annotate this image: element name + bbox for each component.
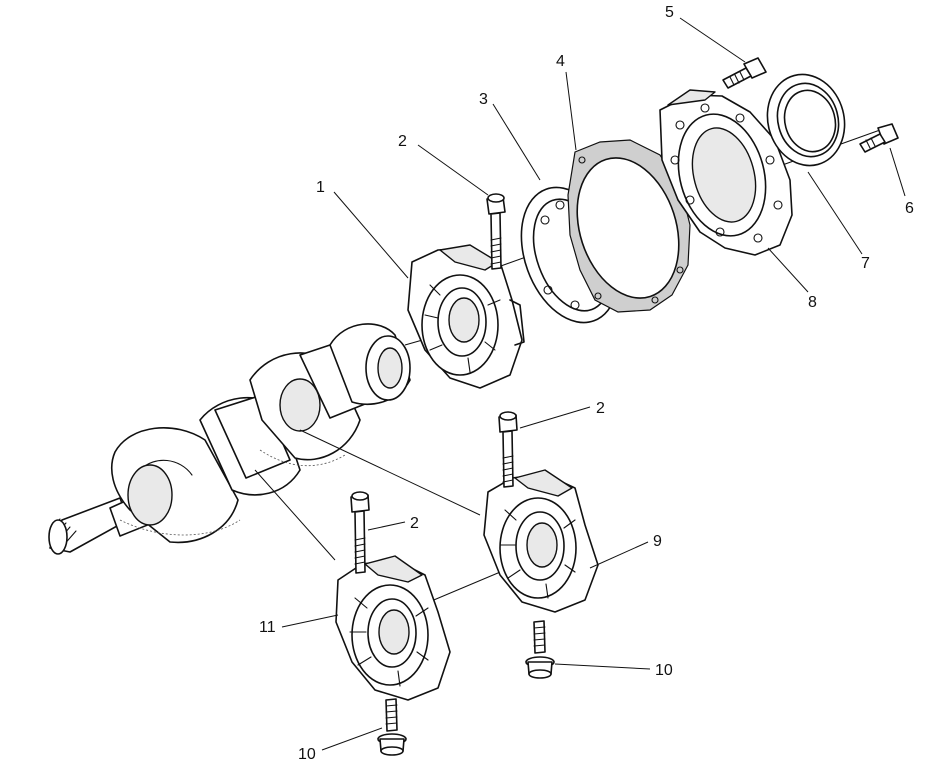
callout-1: 1	[316, 179, 325, 196]
callout-11: 11	[259, 619, 276, 636]
leader-lines	[281, 17, 906, 751]
callout-10-mid: 10	[655, 662, 673, 679]
gasket-4	[567, 139, 691, 313]
callout-3: 3	[479, 91, 488, 108]
flange-bolt-10-mid	[525, 620, 555, 679]
bearing-housing-11	[335, 555, 451, 701]
bearing-housing-9	[483, 469, 599, 613]
crankshaft	[48, 323, 411, 555]
flange-bolt-10-lower	[377, 698, 407, 756]
callout-4: 4	[556, 53, 565, 70]
callout-8: 8	[808, 294, 817, 311]
callout-2-top: 2	[398, 133, 407, 150]
bolt-2-top	[486, 193, 506, 270]
oil-seal-7	[766, 73, 846, 167]
callout-9: 9	[653, 533, 662, 550]
callout-2-lower: 2	[410, 515, 419, 532]
callout-10-lower: 10	[298, 746, 316, 763]
callout-labels: 1 2 3 4 5 6 7 8 2 2 9 11 10 10	[259, 4, 914, 763]
callout-5: 5	[665, 4, 674, 21]
bolt-5	[722, 57, 767, 89]
callout-6: 6	[905, 200, 914, 217]
bearing-housing-1	[407, 244, 525, 389]
seal-housing-8	[659, 89, 793, 256]
bolt-2-lower	[350, 491, 370, 574]
bolt-2-mid	[498, 411, 518, 488]
bolt-6	[859, 123, 899, 153]
callout-2-mid: 2	[596, 400, 605, 417]
callout-7: 7	[861, 255, 870, 272]
